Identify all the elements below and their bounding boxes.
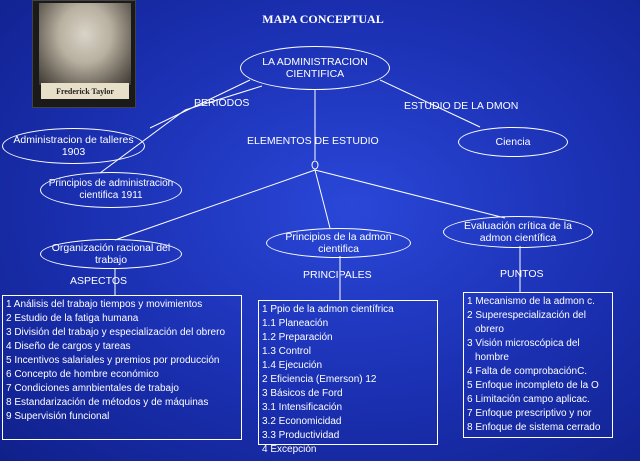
junction-node <box>311 160 319 170</box>
list-item: 6 Limitación campo aplicac. <box>467 394 590 405</box>
list-item: 3.3 Productividad <box>262 430 340 441</box>
line-elementos-evaluacion <box>314 169 506 219</box>
line-root-periodos <box>184 85 263 111</box>
principales-box: 1 Ppio de la admon científrica 1.1 Plane… <box>258 300 438 455</box>
list-item: 1.2 Preparación <box>262 332 333 343</box>
list-item: 7 Condiciones amnbientales de trabajo <box>6 383 179 394</box>
list-item: obrero <box>475 324 504 335</box>
list-item: 2 Superespecialización del <box>467 310 586 321</box>
list-item: 1 Mecanismo de la admon c. <box>467 296 595 307</box>
list-item: 1 Análisis del trabajo tiempos y movimie… <box>6 299 203 310</box>
node-root: LA ADMINISTRACION CIENTIFICA <box>240 46 390 90</box>
list-item: 5 Incentivos salariales y premios por pr… <box>6 355 220 366</box>
list-item: 1 Ppio de la admon científrica <box>262 304 394 315</box>
node-ciencia: Ciencia <box>458 127 568 157</box>
list-item: 8 Enfoque de sistema cerrado <box>467 422 601 433</box>
node-principios-1911: Principios de administracion cientifica … <box>40 172 182 208</box>
puntos-box: 1 Mecanismo de la admon c. 2 Superespeci… <box>463 292 613 438</box>
list-item: 2 Eficiencia (Emerson) 12 <box>262 374 377 385</box>
node-evaluacion: Evaluación crítica de la admon científic… <box>443 216 593 248</box>
portrait-caption: Frederick Taylor <box>41 83 129 99</box>
list-item: 3.1 Intensificación <box>262 402 343 413</box>
list-item: 9 Supervisión funcional <box>6 411 110 422</box>
node-organizacion: Organización racional del trabajo <box>40 239 182 269</box>
list-item: 4 Excepción <box>262 444 317 455</box>
line-elementos-organizacion <box>114 169 316 241</box>
list-item: 4 Falta de comprobaciónC. <box>467 366 588 377</box>
page-title: MAPA CONCEPTUAL <box>262 12 384 26</box>
list-item: hombre <box>475 352 509 363</box>
list-item: 4 Diseño de cargos y tareas <box>6 341 131 352</box>
list-item: 8 Estandarización de métodos y de máquin… <box>6 397 209 408</box>
list-item: 3 División del trabajo y especialización… <box>6 327 226 338</box>
line-root-talleres <box>149 79 251 129</box>
list-item: 3 Visión microscópica del <box>467 338 580 349</box>
list-item: 3 Básicos de Ford <box>262 388 343 399</box>
label-principales: PRINCIPALES <box>303 269 372 281</box>
list-item: 7 Enfoque prescriptivo y nor <box>467 408 592 419</box>
label-estudio: ESTUDIO DE LA DMON <box>404 100 519 112</box>
label-periodos: PERIODOS <box>194 97 250 109</box>
list-item: 3.2 Economicidad <box>262 416 342 427</box>
list-item: 2 Estudio de la fatiga humana <box>6 313 139 324</box>
aspectos-box: 1 Análisis del trabajo tiempos y movimie… <box>2 295 242 440</box>
node-principios-admon: Principios de la admon cientifica <box>266 228 411 258</box>
line-elementos-principios <box>314 169 331 229</box>
taylor-portrait: Frederick Taylor <box>32 0 136 108</box>
list-item: 6 Concepto de hombre económico <box>6 369 159 380</box>
list-item: 1.3 Control <box>262 346 311 357</box>
label-aspectos: ASPECTOS <box>70 275 127 287</box>
portrait-image <box>39 3 131 85</box>
node-talleres: Administracion de talleres 1903 <box>2 128 145 164</box>
list-item: 1.1 Planeación <box>262 318 329 329</box>
list-item: 5 Enfoque incompleto de la O <box>467 380 599 391</box>
label-elementos: ELEMENTOS DE ESTUDIO <box>247 135 379 147</box>
list-item: 1.4 Ejecución <box>262 360 323 371</box>
label-puntos: PUNTOS <box>500 268 544 280</box>
line-root-ciencia <box>379 79 481 128</box>
